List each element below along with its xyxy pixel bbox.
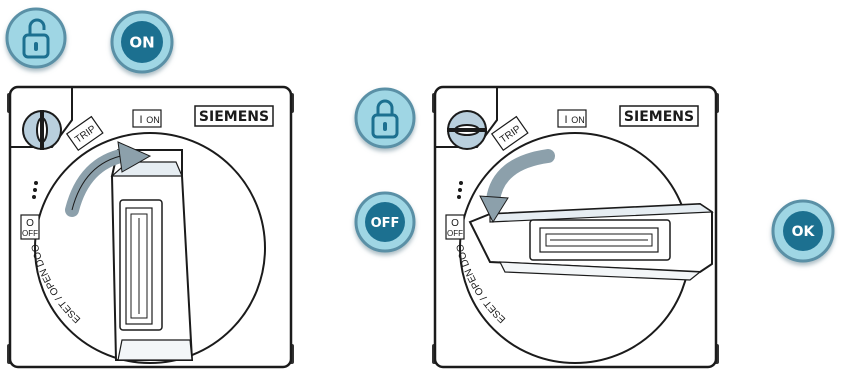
off-position-label-left: O OFF bbox=[21, 215, 39, 239]
rotary-handle-right[interactable] bbox=[470, 204, 712, 280]
off-badge-label: OFF bbox=[371, 216, 400, 231]
svg-text:OFF: OFF bbox=[447, 229, 463, 238]
svg-text:I: I bbox=[564, 114, 567, 126]
rotary-handle-left[interactable] bbox=[112, 150, 192, 360]
svg-text:SIEMENS: SIEMENS bbox=[199, 109, 269, 125]
unlock-badge bbox=[7, 9, 65, 67]
on-badge-label: ON bbox=[129, 34, 154, 52]
svg-text:ON: ON bbox=[146, 115, 160, 125]
brand-logo-left: SIEMENS bbox=[195, 106, 273, 126]
on-badge: ON bbox=[112, 12, 172, 72]
svg-text:O: O bbox=[26, 218, 34, 229]
svg-text:SIEMENS: SIEMENS bbox=[624, 109, 694, 125]
svg-text:OFF: OFF bbox=[22, 229, 38, 238]
key-lock-left bbox=[23, 110, 61, 150]
svg-text:O: O bbox=[451, 218, 459, 229]
lock-badge bbox=[356, 89, 414, 147]
svg-text:ON: ON bbox=[571, 115, 585, 125]
key-lock-right bbox=[447, 111, 487, 149]
ok-badge: OK bbox=[773, 201, 833, 261]
on-position-label-right: I ON bbox=[558, 110, 586, 127]
off-position-label-right: O OFF bbox=[446, 215, 464, 239]
svg-text:I: I bbox=[139, 114, 142, 126]
on-position-label-left: I ON bbox=[133, 110, 161, 127]
brand-logo-right: SIEMENS bbox=[620, 106, 698, 126]
ok-badge-label: OK bbox=[792, 224, 816, 240]
off-badge: OFF bbox=[356, 193, 414, 251]
